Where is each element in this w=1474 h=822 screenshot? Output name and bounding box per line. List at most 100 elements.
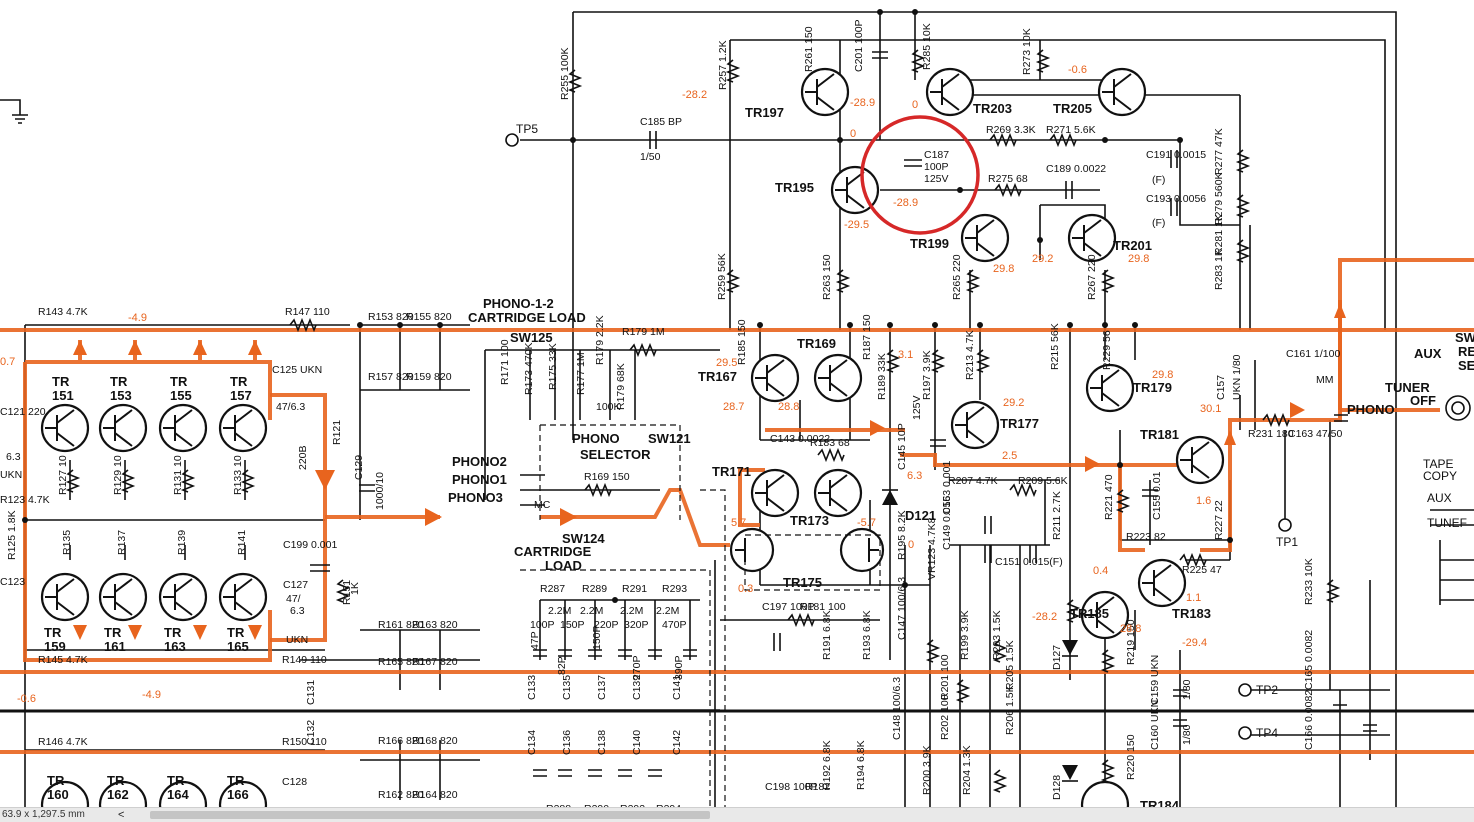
- component-label: R173 470K: [523, 342, 535, 395]
- transistor-number: 166: [227, 787, 249, 802]
- component-label: 470P: [662, 619, 687, 631]
- transistor-label: TR: [227, 625, 245, 640]
- component-label: R225 47: [1182, 564, 1222, 576]
- component-label: R135: [61, 530, 73, 555]
- component-label: R203 1.5K: [991, 610, 1003, 660]
- component-label: R191 6.8K: [821, 610, 833, 660]
- component-label: R199 3.9K: [959, 610, 971, 660]
- component-label: C149 0.056: [941, 496, 953, 550]
- transistor-tr171: [750, 468, 800, 518]
- component-label: C198 100P: [765, 781, 818, 793]
- component-label: R220 150: [1125, 734, 1137, 780]
- component-label: C189 0.0022: [1046, 163, 1106, 175]
- component-label: R287: [540, 583, 565, 595]
- transistor-tr185: [1080, 590, 1130, 640]
- component-label: R227 22: [1213, 500, 1225, 540]
- component-label: 220B: [297, 445, 309, 470]
- component-label: R149 110: [282, 654, 327, 666]
- component-label: C142: [671, 730, 683, 755]
- voltage-annotation: 0: [912, 99, 918, 111]
- right-label: PHONO: [1347, 402, 1395, 417]
- transistor-label: TR: [227, 773, 245, 788]
- transistor-tr197: [800, 67, 850, 117]
- capacitors: [310, 51, 1377, 777]
- transistor-number: 159: [44, 639, 66, 654]
- scroll-left-icon[interactable]: <: [118, 809, 125, 821]
- right-label: MM: [1316, 374, 1334, 386]
- component-label: 82P: [556, 656, 568, 675]
- voltage-annotation: 28.8: [778, 401, 799, 413]
- component-label: R162 820: [378, 789, 424, 801]
- horizontal-scrollbar[interactable]: [150, 811, 710, 819]
- component-label: R171 100: [499, 339, 511, 385]
- component-label: C166 0.0082: [1303, 690, 1315, 750]
- junctions: [22, 9, 1233, 603]
- right-label: TUNER: [1385, 380, 1430, 395]
- component-label: R194 6.8K: [855, 740, 867, 790]
- component-label: R166 820: [378, 735, 424, 747]
- component-label: R189 33K: [876, 353, 888, 400]
- component-label: R219 150: [1125, 619, 1137, 665]
- voltage-annotation: 0.4: [1093, 565, 1108, 577]
- tp5-label: TP5: [516, 122, 538, 136]
- component-label: R182: [805, 781, 830, 793]
- component-label: R125 1.8K: [6, 510, 18, 560]
- component-label: 1000/10: [374, 472, 386, 510]
- voltage-annotation: 1.1: [1186, 592, 1201, 604]
- component-label: R197 3.9K: [921, 350, 933, 400]
- transistor-label: TR177: [1000, 416, 1039, 431]
- component-label: R259 56K: [716, 253, 728, 300]
- component-label: R153 820: [368, 311, 414, 323]
- switch-boxes: [520, 424, 881, 812]
- component-label: C136: [561, 730, 573, 755]
- transistor-label: TR: [167, 773, 185, 788]
- component-label: C147 100/6.3: [896, 577, 908, 640]
- component-label: R185 150: [736, 319, 748, 365]
- transistor-label: TR: [230, 374, 248, 389]
- component-label: R200 3.9K: [921, 745, 933, 795]
- component-label: R187 150: [861, 314, 873, 360]
- transistor-tr203: [925, 67, 975, 117]
- component-label: R231 180: [1248, 428, 1294, 440]
- component-label: 2.2M: [580, 605, 603, 617]
- transistor-label: TR181: [1140, 427, 1179, 442]
- signal-path: [0, 258, 1474, 754]
- right-label: RE: [1458, 344, 1474, 359]
- component-label: 47/6.3: [276, 401, 305, 413]
- component-label: C201 100P: [853, 19, 865, 72]
- test-points: [505, 133, 1471, 740]
- transistor-tr177: [950, 400, 1000, 450]
- component-label: 2.2M: [620, 605, 643, 617]
- transistor-label: TR171: [712, 464, 751, 479]
- component-label: R181 100: [800, 601, 846, 613]
- phono-selector-title: PHONO: [572, 431, 620, 446]
- component-label: C148 100/6.3: [891, 677, 903, 740]
- component-label: 125V: [924, 173, 949, 185]
- component-label: R267 220: [1086, 254, 1098, 300]
- tp2-label: TP2: [1256, 683, 1278, 697]
- component-label: R273 10K: [1021, 28, 1033, 75]
- component-label: 100P: [530, 619, 555, 631]
- component-label: R131 10: [172, 455, 184, 495]
- transistors: [40, 67, 1225, 822]
- component-label: 390P: [673, 655, 685, 680]
- component-label: (F): [1152, 217, 1165, 229]
- right-label: AUX: [1414, 346, 1442, 361]
- component-label: C199 0.001: [283, 539, 337, 551]
- sw124-label: SW124: [562, 531, 605, 546]
- component-label: R223 82: [1126, 531, 1166, 543]
- component-label: C143 0.0022: [770, 433, 830, 445]
- component-label: R205 1.5K: [1004, 640, 1016, 690]
- component-label: C185 BP: [640, 116, 682, 128]
- component-label: 47P: [529, 631, 541, 650]
- component-label: R159 820: [406, 371, 452, 383]
- right-label: SE: [1458, 358, 1474, 373]
- component-label: R193 6.8K: [861, 610, 873, 660]
- component-label: R123 4.7K: [0, 494, 50, 506]
- transistor-number: 155: [170, 388, 192, 403]
- transistor-label: TR185: [1070, 606, 1109, 621]
- voltage-annotation: 29.8: [1128, 253, 1149, 265]
- component-label: C155 0.01: [1151, 471, 1163, 520]
- component-label: C140: [631, 730, 643, 755]
- transistor-tr205: [1097, 67, 1147, 117]
